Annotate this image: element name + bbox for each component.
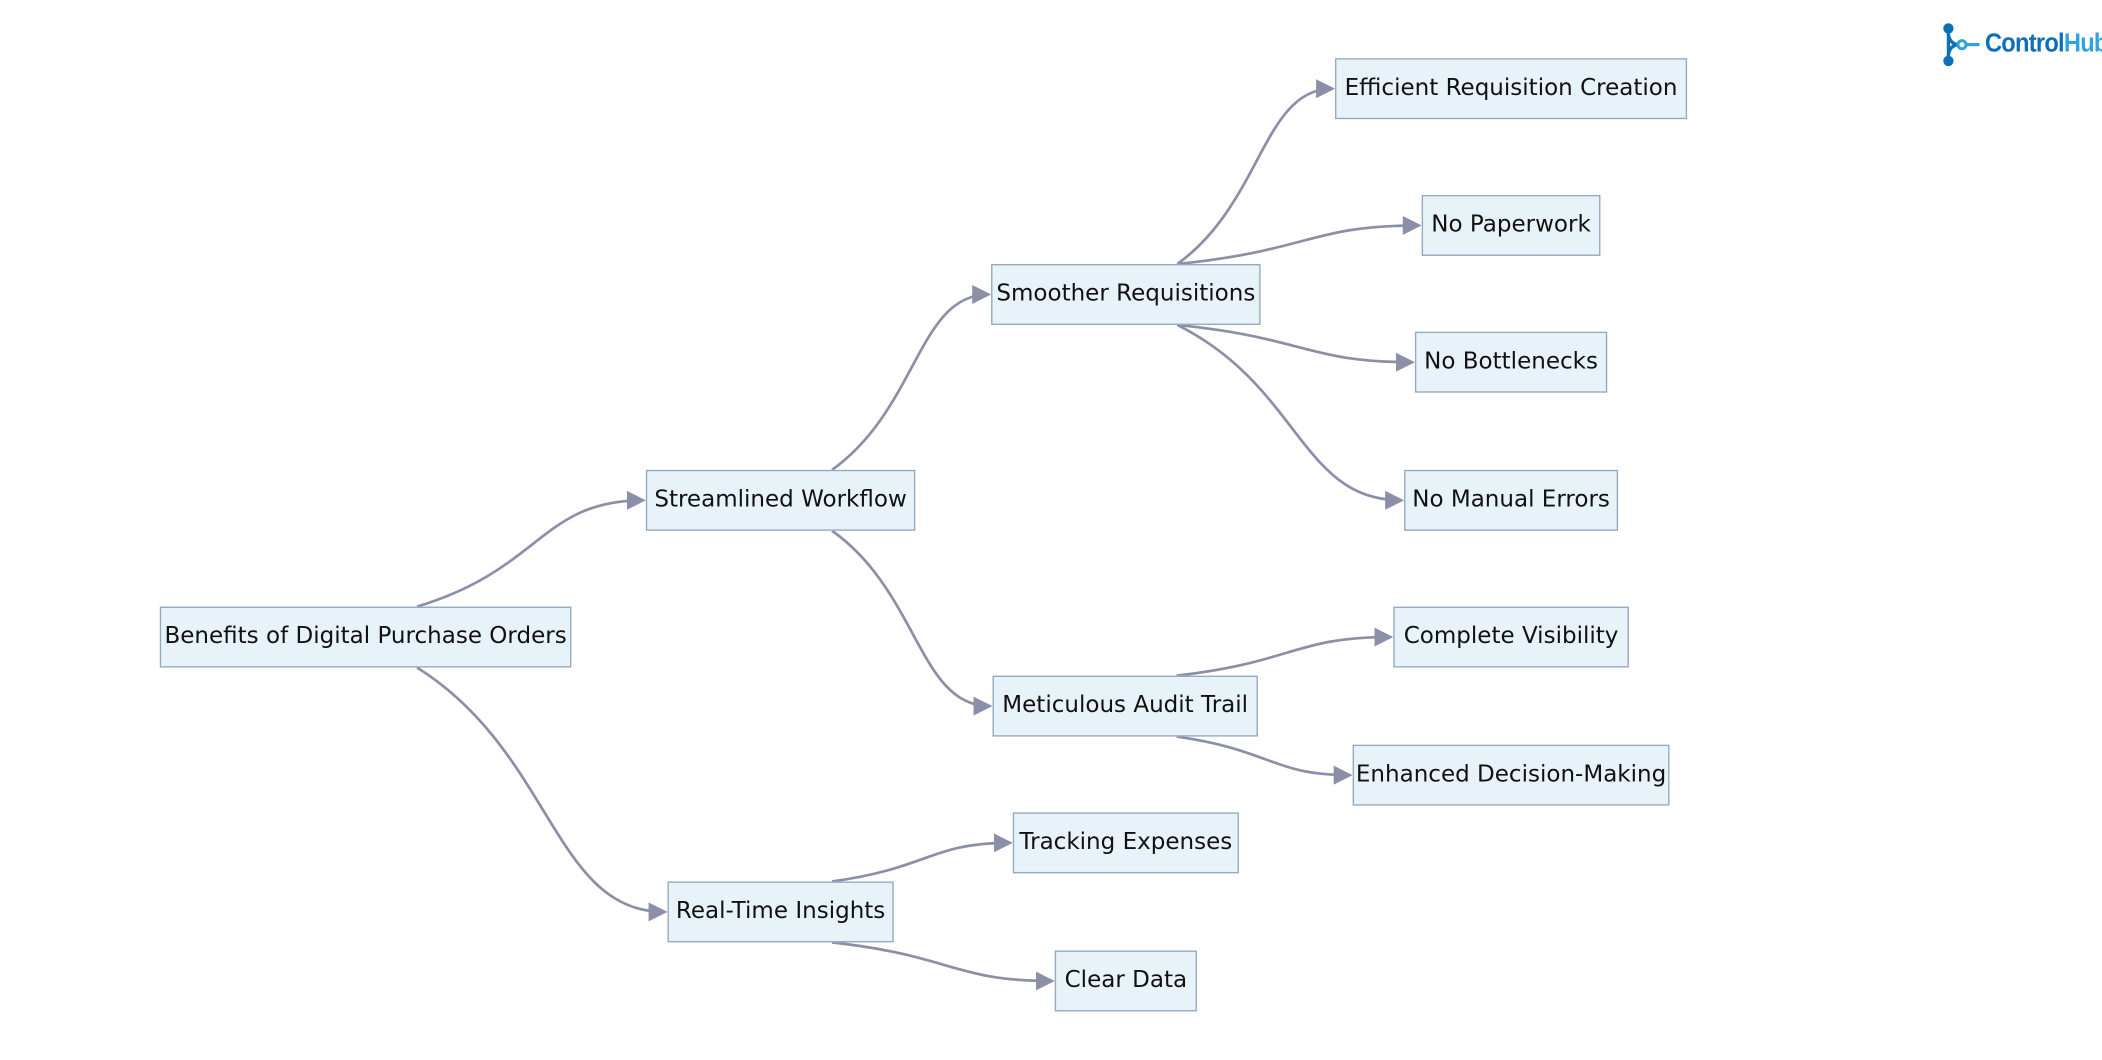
node-no-bottlenecks[interactable]: No Bottlenecks [1414,331,1608,393]
edge-insights-to-tracking [831,833,1013,883]
node-tracking-expenses[interactable]: Tracking Expenses [1012,812,1239,874]
node-efficient-requisition-creation[interactable]: Efficient Requisition Creation [1335,58,1688,120]
node-enhanced-decision-making[interactable]: Enhanced Decision-Making [1352,744,1670,806]
node-no-manual-errors[interactable]: No Manual Errors [1404,469,1619,531]
edge-audit-to-decision [1176,735,1353,785]
edge-workflow-to-audit [831,529,993,716]
node-smoother-requisitions[interactable]: Smoother Requisitions [991,264,1261,325]
edge-requisitions-to-paperwork [1177,215,1422,266]
edge-insights-to-clear_data [831,941,1055,991]
logo-text-control: Control [1984,29,2065,59]
controlhub-logo-icon [1943,23,1980,67]
node-real-time-insights[interactable]: Real-Time Insights [667,881,894,943]
node-complete-visibility[interactable]: Complete Visibility [1393,606,1629,668]
edge-requisitions-to-manual_errors [1176,323,1405,510]
logo-text-hub: Hub [2063,29,2102,59]
edge-audit-to-visibility [1176,627,1394,677]
node-no-paperwork[interactable]: No Paperwork [1421,194,1601,256]
node-streamlined-workflow[interactable]: Streamlined Workflow [645,469,916,531]
edge-root-to-insights [416,666,668,922]
node-meticulous-audit-trail[interactable]: Meticulous Audit Trail [992,675,1258,737]
node-clear-data[interactable]: Clear Data [1054,950,1197,1012]
edge-root-to-workflow [416,490,646,608]
edge-requisitions-to-efficient [1176,79,1336,266]
edge-requisitions-to-bottlenecks [1177,323,1415,372]
controlhub-logo: ControlHub [1942,20,2102,69]
node-benefits-of-digital-purchase-orders[interactable]: Benefits of Digital Purchase Orders [159,606,572,668]
edge-workflow-to-requisitions [831,285,992,471]
